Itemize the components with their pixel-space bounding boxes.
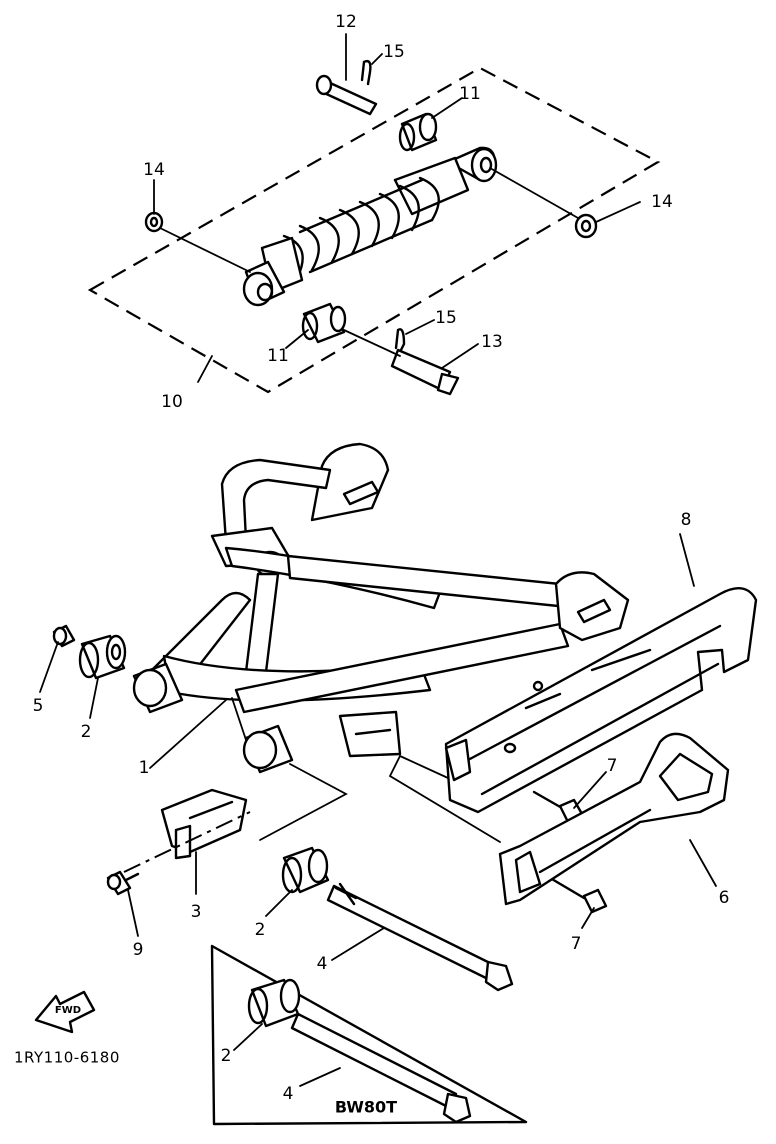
part-12-pin [315, 74, 378, 116]
callout-5: 5 [33, 696, 44, 716]
part-13-pin [390, 348, 460, 396]
part-9-bolt [106, 870, 140, 896]
callout-8: 8 [681, 510, 692, 530]
shock-absorber [242, 146, 498, 307]
callout-2: 2 [221, 1046, 232, 1066]
axis-line [489, 167, 579, 219]
assembly-boundary [87, 66, 661, 394]
callout-4: 4 [283, 1084, 294, 1104]
callout-3: 3 [191, 902, 202, 922]
callout-14: 14 [143, 160, 165, 180]
callout-15: 15 [435, 308, 457, 328]
axis-line [343, 329, 401, 357]
part-2-collar-middle [281, 846, 330, 894]
axis-line [388, 755, 501, 843]
callout-1: 1 [139, 758, 150, 778]
swing-arm [132, 442, 630, 774]
part-15-cotter-lower [394, 328, 406, 354]
fwd-arrow-icon: FWD [34, 990, 96, 1034]
callout-14: 14 [651, 192, 673, 212]
part-8-chain-case [444, 587, 758, 814]
part-5-cap-nut [52, 624, 76, 648]
shock-absorber-group [87, 59, 661, 396]
part-11-bushing-upper [398, 112, 438, 152]
variant-boundary [210, 944, 528, 1126]
fwd-label: FWD [55, 1005, 81, 1016]
callout-12: 12 [335, 12, 357, 32]
axis-line [399, 755, 449, 779]
pivot-collar-right [242, 724, 294, 774]
callout-labels: 12 15 11 14 14 11 15 13 10 8 5 2 1 7 6 7… [33, 12, 730, 1104]
callout-6: 6 [719, 888, 730, 908]
callout-7: 7 [571, 934, 582, 954]
variant-label: BW80T [335, 1098, 397, 1117]
bw80t-variant-group [210, 944, 528, 1126]
callout-7: 7 [607, 756, 618, 776]
axis-line [259, 763, 348, 841]
part-15-cotter-upper [360, 59, 372, 86]
axis-line [231, 697, 247, 741]
diagram-code: 1RY110-6180 [14, 1049, 120, 1067]
part-4-axle [326, 882, 514, 992]
part-14-washer-right [574, 213, 598, 239]
callout-10: 10 [161, 392, 183, 412]
part-3-bracket [160, 788, 248, 860]
callout-9: 9 [133, 940, 144, 960]
pivot-collar-left [132, 662, 184, 714]
part-2-collar-left [78, 634, 127, 680]
callout-15: 15 [383, 42, 405, 62]
callout-2: 2 [81, 722, 92, 742]
callout-11: 11 [267, 346, 289, 366]
part-6-chain-guard [498, 732, 730, 906]
axis-line [159, 227, 251, 273]
callout-2: 2 [255, 920, 266, 940]
callout-13: 13 [481, 332, 503, 352]
callout-leaders [39, 33, 717, 1087]
axis-line [123, 811, 251, 873]
callout-11: 11 [459, 84, 481, 104]
callout-4: 4 [317, 954, 328, 974]
part-11-bushing-lower [301, 302, 347, 344]
